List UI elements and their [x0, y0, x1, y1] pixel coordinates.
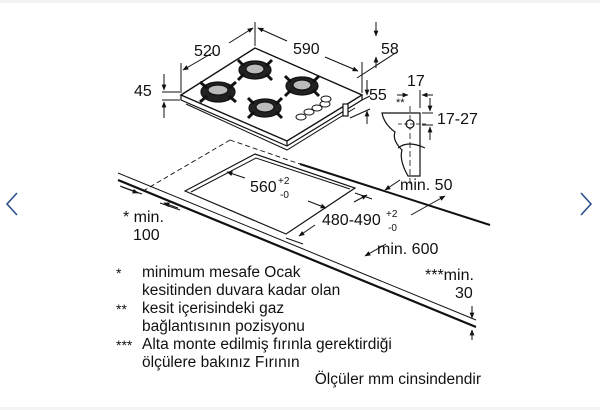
- cutout-width-tol-minus: -0: [280, 190, 289, 201]
- footnotes: * minimum mesafe Ocak kesitinden duvara …: [116, 264, 486, 372]
- cutout-depth-tol-minus: -0: [388, 223, 397, 234]
- burner: [246, 96, 284, 120]
- footnote: ** kesit içerisindeki gaz bağlantısının …: [116, 300, 486, 336]
- gas-connection-mark: **: [396, 97, 405, 109]
- dim-bracket-width: 17: [407, 73, 425, 90]
- cutout-depth-tol-plus: +2: [386, 209, 398, 220]
- worktop-section: [381, 106, 428, 185]
- burner: [199, 80, 237, 104]
- dim-worktop-thickness: 17-27: [437, 111, 478, 128]
- units-note: Ölçüler mm cinsindendir: [314, 371, 481, 388]
- footnote-text: kesit içerisindeki gaz bağlantısının poz…: [142, 300, 305, 335]
- dim-hob-depth: 520: [194, 43, 221, 60]
- dim-cutout-width: 560: [250, 179, 277, 196]
- dim-top-offset: 58: [381, 41, 399, 58]
- footnote-text: minimum mesafe Ocak kesitinden duvara ka…: [142, 264, 341, 299]
- dim-min-back: min. 50: [400, 177, 453, 194]
- dim-hob-height: 45: [134, 83, 152, 100]
- footnote-text: Alta monte edilmiş fırınla gerektirdiği …: [142, 336, 392, 371]
- cutout-width-tol-plus: +2: [278, 176, 290, 187]
- control-knobs: [295, 95, 332, 121]
- footnote-mark: *: [116, 265, 122, 281]
- dim-min-side-value: 100: [133, 227, 160, 244]
- dim-hob-width: 590: [293, 41, 320, 58]
- cutout-width-base: 560: [250, 179, 277, 196]
- hob-illustration: [179, 47, 364, 151]
- footnote-mark: ***: [116, 337, 133, 353]
- next-image-button[interactable]: [574, 186, 598, 222]
- dim-min-depth: min. 600: [377, 241, 438, 258]
- chevron-right-icon: [580, 192, 593, 216]
- dim-gas-offset: 55: [369, 87, 387, 104]
- previous-image-button[interactable]: [0, 186, 24, 222]
- chevron-left-icon: [5, 192, 18, 216]
- dim-min-side-label: * min.: [123, 209, 164, 226]
- bottom-divider: [0, 407, 600, 410]
- worktop-cutout: [117, 139, 491, 329]
- top-divider: [0, 0, 600, 3]
- dim-min-front-value: 30: [455, 285, 473, 302]
- footnote: * minimum mesafe Ocak kesitinden duvara …: [116, 264, 486, 300]
- footnote: *** Alta monte edilmiş fırınla gerektird…: [116, 336, 486, 372]
- dim-min-front-label: ***min.: [425, 267, 474, 284]
- footnote-mark: **: [116, 301, 127, 317]
- burner: [283, 74, 321, 98]
- burner: [236, 58, 274, 82]
- cutout-depth-base: 480-490: [322, 212, 381, 229]
